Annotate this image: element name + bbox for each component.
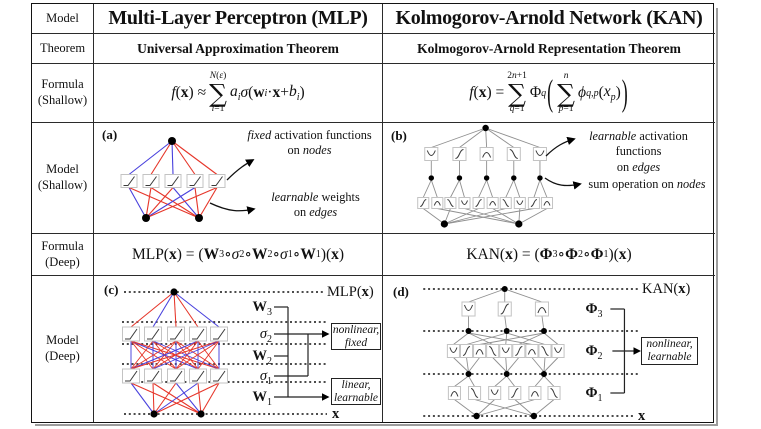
row-header-model-deep: Model (Deep) xyxy=(32,276,94,422)
mlp-theorem: Universal Approximation Theorem xyxy=(137,40,339,56)
row-header-model: Model xyxy=(32,4,94,34)
mlp-title-cell: Multi-Layer Perceptron (MLP) xyxy=(94,4,383,34)
table-shadow-right xyxy=(716,8,718,426)
panel-tag-a: (a) xyxy=(102,127,118,142)
kan-theorem: Kolmogorov-Arnold Representation Theorem xyxy=(417,40,681,56)
table-shadow-bottom xyxy=(35,424,718,426)
layer-label-phi2: Φ2 xyxy=(585,343,603,362)
comparison-table: Model Multi-Layer Perceptron (MLP) Kolmo… xyxy=(31,3,715,424)
panel-tag-c: (c) xyxy=(104,282,119,297)
panel-tag-b: (b) xyxy=(391,128,407,143)
kan-title: Kolmogorov-Arnold Network (KAN) xyxy=(395,7,703,29)
mlp-deep-diagram-cell: (c) MLP(x) W3 σ2 W2 σ1 W1 x nonlinear,fi… xyxy=(94,276,383,422)
kan-title-cell: Kolmogorov-Arnold Network (KAN) xyxy=(383,4,715,34)
annotation-sum-operation: sum operation on nodes xyxy=(588,177,706,191)
row-header-model-shallow: Model (Shallow) xyxy=(32,123,94,234)
mlp-title: Multi-Layer Perceptron (MLP) xyxy=(108,7,368,29)
layer-label-sigma2: σ2 xyxy=(259,326,272,345)
kan-shallow-network-svg xyxy=(417,124,582,228)
layer-label-phi1: Φ1 xyxy=(585,385,603,404)
legend-linear-learnable: linear,learnable xyxy=(331,378,381,405)
row-header-formula-shallow: Formula (Shallow) xyxy=(32,64,94,123)
panel-tag-d: (d) xyxy=(393,284,409,299)
legend-nonlinear-fixed: nonlinear,fixed xyxy=(331,323,381,350)
layer-label-sigma1: σ1 xyxy=(259,368,272,387)
row-header-theorem: Theorem xyxy=(32,34,94,64)
kan-input-label: x xyxy=(638,408,646,424)
legend-nonlinear-learnable: nonlinear,learnable xyxy=(641,337,698,365)
layer-label-w1: W1 xyxy=(252,389,273,408)
layer-label-phi3: Φ3 xyxy=(585,301,603,320)
layer-label-w3: W3 xyxy=(252,299,273,318)
row-header-formula-deep: Formula (Deep) xyxy=(32,234,94,276)
mlp-deep-network-svg xyxy=(122,288,330,418)
kan-deep-network-svg xyxy=(423,286,642,420)
kan-theorem-cell: Kolmogorov-Arnold Representation Theorem xyxy=(383,34,715,64)
mlp-theorem-cell: Universal Approximation Theorem xyxy=(94,34,383,64)
mlp-input-label: x xyxy=(332,406,340,422)
mlp-output-label: MLP(x) xyxy=(327,284,374,300)
kan-output-label: KAN(x) xyxy=(642,281,691,297)
mlp-shallow-network-svg xyxy=(120,137,256,222)
layer-label-w2: W2 xyxy=(252,348,273,367)
kan-deep-diagram-cell: (d) KAN(x) Φ3 Φ2 Φ1 x nonlinear,learnabl… xyxy=(383,276,715,424)
